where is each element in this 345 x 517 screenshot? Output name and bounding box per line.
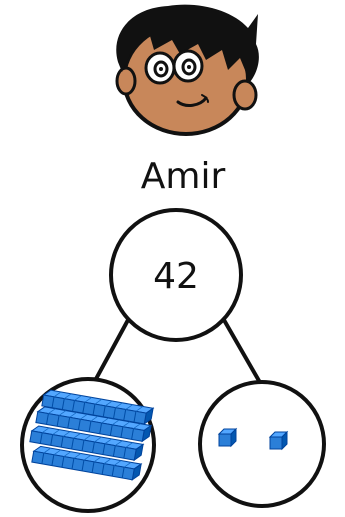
avatar-mouth (176, 94, 209, 107)
connector-right (222, 319, 264, 387)
avatar (115, 4, 259, 136)
whole-circle (109, 208, 243, 342)
avatar-eyes (144, 49, 204, 85)
ten-rod (41, 389, 155, 426)
ten-rod (35, 406, 153, 443)
ones-blocks (217, 427, 289, 451)
avatar-hair (116, 4, 259, 82)
ones-part-circle (198, 380, 326, 508)
character-name: Amir (141, 156, 226, 197)
one-cube (268, 430, 289, 451)
ten-rod (31, 445, 143, 481)
tens-blocks (29, 389, 155, 481)
one-cube (217, 427, 238, 448)
ten-rod (29, 425, 145, 462)
whole-value: 42 (153, 256, 199, 297)
